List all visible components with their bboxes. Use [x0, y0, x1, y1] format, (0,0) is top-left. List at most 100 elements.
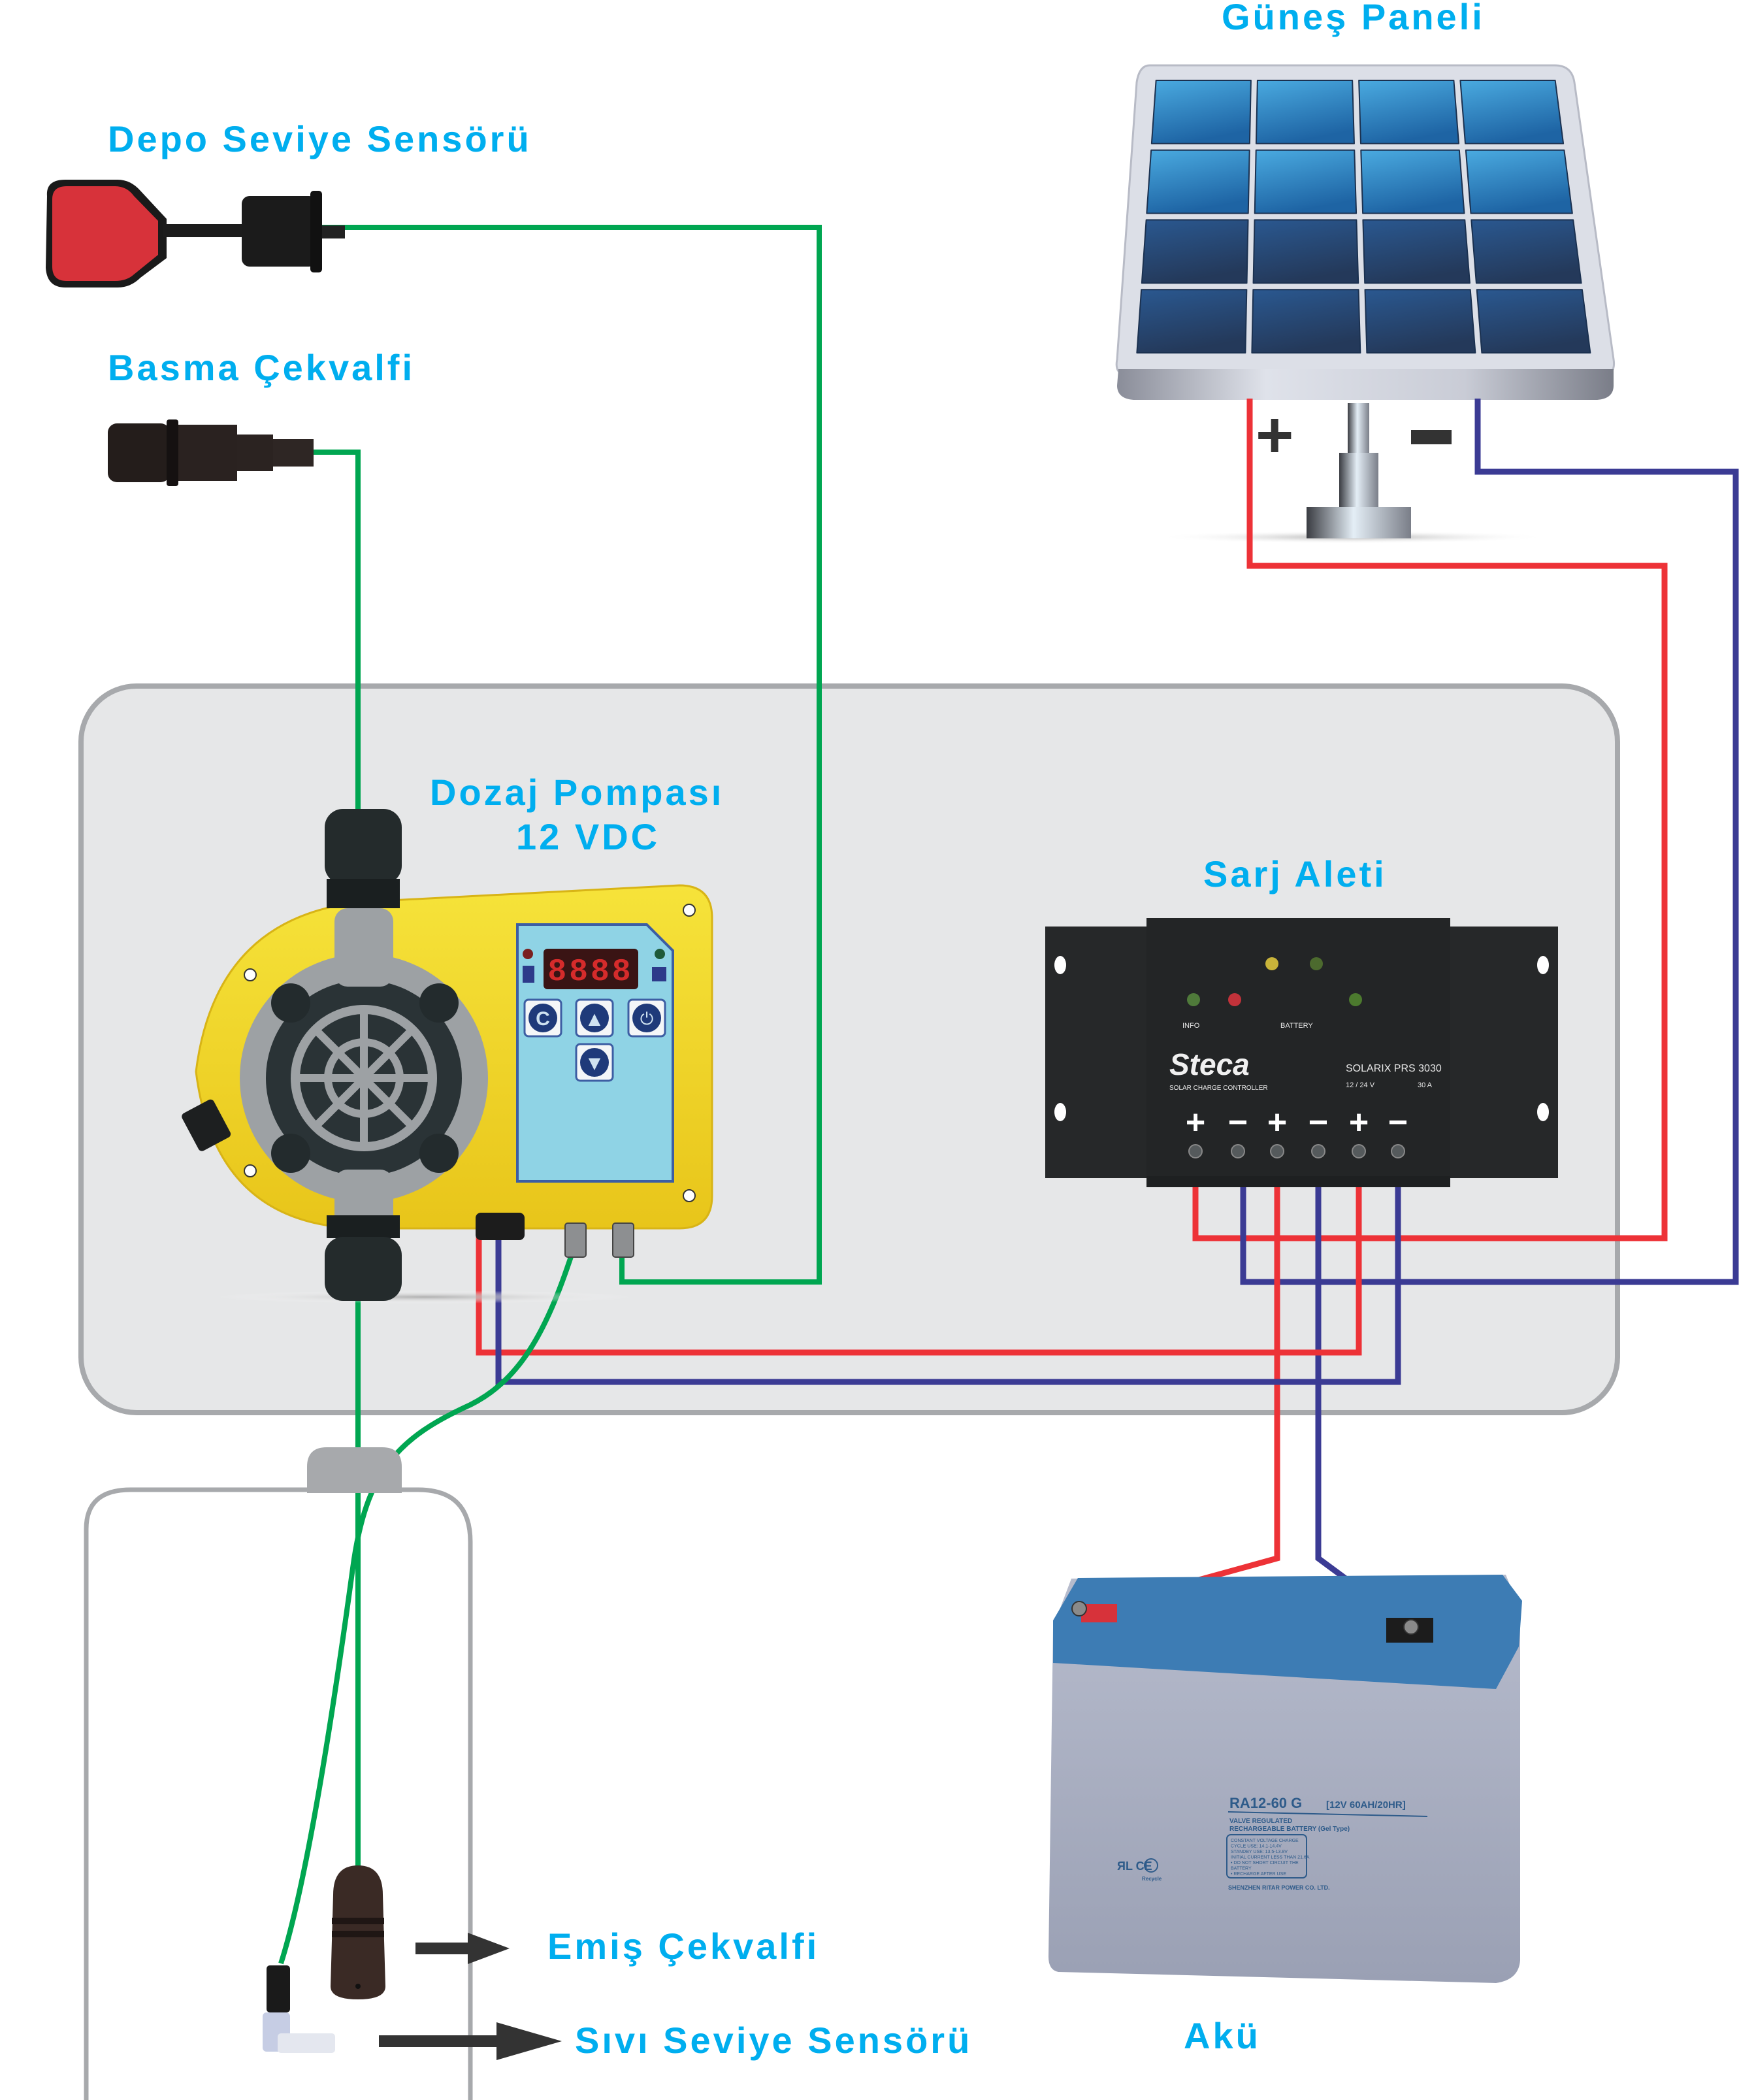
- battery-spec-line: • DO NOT SHORT CIRCUIT THE: [1231, 1861, 1299, 1865]
- battery-spec-line: • RECHARGE AFTER USE: [1231, 1872, 1286, 1877]
- led-battery-mid: [1265, 957, 1278, 970]
- controller-model: SOLARIX PRS 3030: [1346, 1063, 1442, 1074]
- controller-info-label: INFO: [1182, 1022, 1200, 1030]
- solar-cell: [1476, 289, 1591, 353]
- arrow-suction-valve: [415, 1933, 510, 1964]
- pump-button-power-label: ⏻: [640, 1009, 654, 1029]
- liquid-level-sensor: [263, 1965, 335, 2053]
- battery-spec-line: INITIAL CURRENT LESS THAN 21.6A: [1231, 1856, 1310, 1860]
- solar-cell: [1252, 219, 1359, 284]
- battery-maker: SHENZHEN RITAR POWER CO. LTD.: [1228, 1884, 1330, 1891]
- led-battery-low: [1228, 993, 1241, 1006]
- controller-terminal-screw: [1188, 1144, 1203, 1158]
- controller-subtitle: SOLAR CHARGE CONTROLLER: [1169, 1085, 1268, 1092]
- label-dosing-pump: Dozaj Pompası: [430, 772, 724, 813]
- suction-check-valve: [331, 1865, 385, 1999]
- pump-display: [544, 949, 638, 989]
- solar-cell: [1254, 149, 1357, 214]
- controller-terminal-label: +: [1267, 1104, 1287, 1141]
- battery-line1: VALVE REGULATED: [1229, 1818, 1292, 1825]
- solar-cell: [1459, 80, 1565, 144]
- led-battery-full: [1349, 993, 1362, 1006]
- label-charge-controller: Sarj Aleti: [1203, 853, 1387, 894]
- label-battery: Akü: [1184, 2015, 1261, 2056]
- mounting-board: [78, 683, 1620, 1415]
- solar-cell: [1358, 80, 1460, 144]
- panel-minus-sign: [1411, 430, 1452, 444]
- controller-voltage: 12 / 24 V: [1346, 1081, 1375, 1089]
- solar-cell: [1471, 219, 1582, 284]
- battery-spec-line: STANDBY USE: 13.5-13.8V: [1231, 1850, 1288, 1854]
- pointer-arrows: [379, 1933, 562, 2060]
- controller-terminal-label: +: [1349, 1104, 1369, 1141]
- label-dosing-pump-voltage: 12 VDC: [516, 816, 660, 857]
- tank-cap: [307, 1447, 402, 1493]
- solar-cell: [1251, 289, 1361, 353]
- solar-cell: [1136, 289, 1248, 353]
- battery-spec-line: BATTERY: [1231, 1867, 1252, 1871]
- tube-discharge: [314, 450, 361, 810]
- solar-cell: [1146, 149, 1250, 214]
- controller-terminal-label: −: [1388, 1104, 1408, 1141]
- controller-terminal-screw: [1352, 1144, 1366, 1158]
- battery-spec-box: CONSTANT VOLTAGE CHARGE CYCLE USE: 14.1-1…: [1231, 1839, 1310, 1877]
- pump-button-c-label: C: [536, 1008, 550, 1030]
- wire-tank-level-sensor: [314, 225, 822, 1285]
- controller-battery-label: BATTERY: [1280, 1022, 1313, 1030]
- pump-power-connector: [476, 1213, 525, 1240]
- wire-solar-positive: [1192, 399, 1668, 1241]
- label-solar-panel: Güneş Paneli: [1222, 0, 1485, 37]
- led-battery-high: [1310, 957, 1323, 970]
- solar-panel: +: [1115, 64, 1616, 544]
- label-suction-check-valve: Emiş Çekvalfi: [547, 1926, 819, 1967]
- solar-cell: [1360, 149, 1465, 214]
- dosing-pump: 8888 C ▲ ⏻ ▼: [182, 809, 713, 1304]
- solar-cell: [1141, 219, 1249, 284]
- controller-terminal-label: −: [1228, 1104, 1248, 1141]
- solar-cells: [1136, 80, 1591, 353]
- controller-terminal-screw: [1231, 1144, 1245, 1158]
- solar-cell: [1255, 80, 1355, 144]
- battery-model: RA12-60 G: [1229, 1795, 1302, 1811]
- label-liquid-level-sensor: Sıvı Seviye Sensörü: [575, 2020, 972, 2061]
- recycle-icon: [1144, 1858, 1158, 1873]
- solar-cell: [1364, 289, 1476, 353]
- controller-terminal-screw: [1311, 1144, 1325, 1158]
- controller-terminal-screw: [1270, 1144, 1284, 1158]
- label-discharge-check-valve: Basma Çekvalfi: [108, 347, 415, 388]
- led-info: [1187, 993, 1200, 1006]
- pump-display-value: 8888: [547, 955, 633, 990]
- solar-cell: [1465, 149, 1573, 214]
- controller-current: 30 A: [1418, 1081, 1433, 1089]
- battery-recycle-label: Recycle: [1142, 1876, 1162, 1882]
- battery-line2: RECHARGEABLE BATTERY (Gel Type): [1229, 1826, 1350, 1833]
- wire-load-positive: [476, 1181, 1362, 1356]
- controller-terminals: +−+−+−: [1186, 1104, 1408, 1158]
- panel-plus-sign: +: [1256, 399, 1293, 472]
- pump-input-connector-1: [564, 1222, 587, 1258]
- controller-terminal-screw: [1391, 1144, 1405, 1158]
- controller-brand: Steca: [1169, 1047, 1250, 1081]
- wire-solar-negative: [1240, 399, 1739, 1285]
- solar-cell: [1150, 80, 1252, 144]
- battery-positive-terminal: [1081, 1604, 1117, 1622]
- arrow-liquid-sensor: [379, 2022, 562, 2060]
- battery-rating: [12V 60AH/20HR]: [1326, 1799, 1406, 1811]
- battery-spec-line: CONSTANT VOLTAGE CHARGE: [1231, 1839, 1299, 1843]
- battery-spec-line: CYCLE USE: 14.1-14.4V: [1231, 1845, 1282, 1849]
- controller-terminal-label: −: [1308, 1104, 1328, 1141]
- discharge-check-valve: [108, 419, 314, 486]
- label-tank-level-sensor: Depo Seviye Sensörü: [108, 118, 532, 159]
- pump-keypad: C ▲ ⏻ ▼: [523, 998, 666, 1082]
- charge-controller: INFO BATTERY Steca SOLAR CHARGE CONTROLL…: [1045, 918, 1558, 1187]
- wire-load-negative: [495, 1181, 1401, 1385]
- tank-level-float-sensor: [46, 180, 345, 287]
- pump-input-connector-2: [612, 1222, 634, 1258]
- chemical-tank: [84, 1447, 473, 2100]
- pump-button-down-label: ▼: [589, 1054, 601, 1072]
- battery: RA12-60 G [12V 60AH/20HR] VALVE REGULATE…: [1048, 1575, 1522, 1983]
- battery-certifications: ЯL CE: [1117, 1860, 1152, 1873]
- pump-button-up-label: ▲: [589, 1009, 601, 1028]
